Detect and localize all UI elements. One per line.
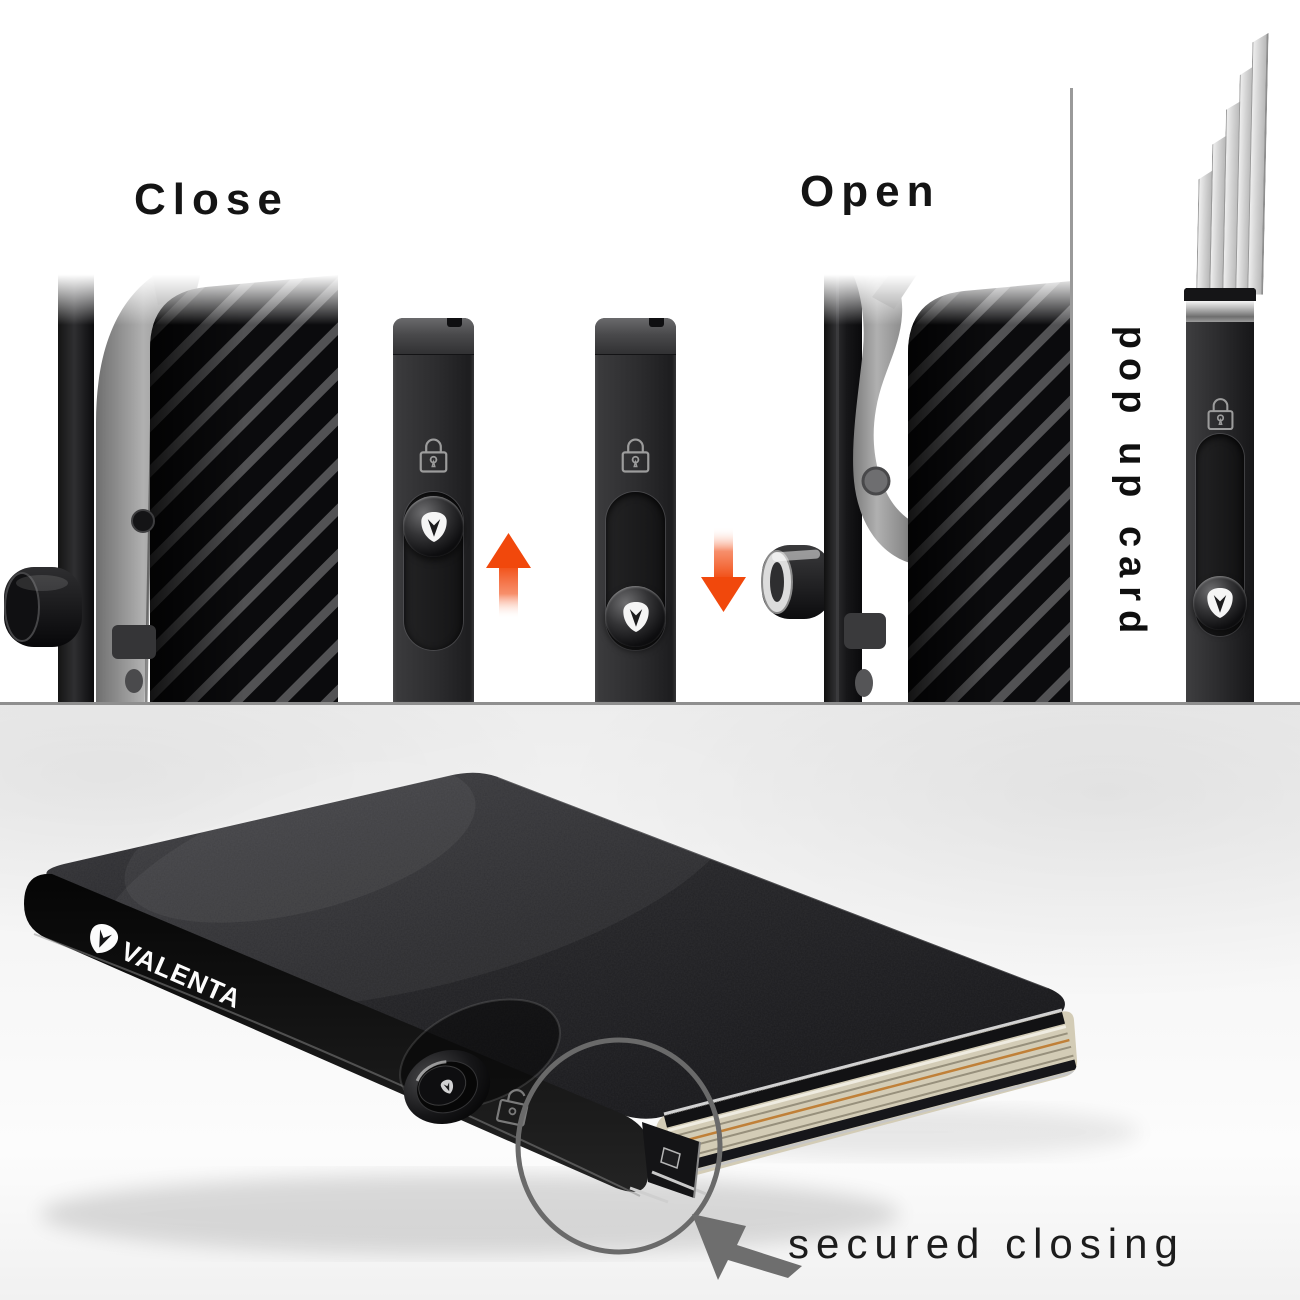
- case-front-edge: [24, 873, 648, 1192]
- case-shadow: [40, 1174, 900, 1254]
- slider-notch: [447, 318, 462, 327]
- open-label: Open: [800, 167, 941, 216]
- holder-metal-rim: [1186, 301, 1254, 322]
- shield-logo-icon: [420, 511, 447, 542]
- metal-rim-highlight: [663, 1008, 1063, 1116]
- arrow-down-icon: [701, 527, 746, 612]
- slider-notch: [649, 318, 664, 327]
- lock-slider-open: [595, 318, 676, 702]
- wallet-case-photo: VALENTA: [24, 734, 1140, 1280]
- secured-closing-label: secured closing: [788, 1220, 1185, 1267]
- pivot-stud: [131, 509, 155, 533]
- latch-arm: [96, 259, 214, 702]
- popped-cards: [1188, 7, 1272, 301]
- unlock-icon: [495, 1089, 529, 1127]
- shield-logo-icon: [622, 601, 649, 632]
- slider-button-down-position[interactable]: [605, 586, 666, 647]
- secured-corner-latch: [629, 1122, 707, 1204]
- card-holder-side-view: [1184, 288, 1256, 702]
- slider-button-up-position[interactable]: [403, 496, 464, 557]
- close-label: Close: [134, 175, 289, 224]
- lock-icon: [419, 438, 448, 473]
- pop-up-card-label: pop up card: [1111, 325, 1153, 643]
- annotation-arrow-icon: [692, 1214, 802, 1280]
- shield-logo-icon: [440, 1079, 454, 1094]
- pivot-stud: [861, 466, 891, 496]
- slider-knob[interactable]: [393, 1038, 500, 1136]
- shield-logo-icon: [1207, 588, 1233, 618]
- lock-icon: [621, 438, 650, 473]
- closed-latch-photo: [0, 253, 338, 702]
- slider-button[interactable]: [1193, 576, 1247, 630]
- annotation-circle: [515, 1037, 723, 1255]
- arrow-up-icon: [486, 533, 531, 619]
- section-separator-line: [0, 702, 1300, 705]
- lock-slider-closed: [393, 318, 474, 702]
- section-divider: [1070, 88, 1073, 702]
- side-knob: [4, 567, 82, 647]
- side-knob: [761, 545, 832, 619]
- lock-icon: [1207, 398, 1234, 431]
- holder-top-cap: [1184, 288, 1256, 301]
- open-latch-photo: [760, 253, 1072, 702]
- brand-shield-icon: [90, 924, 119, 954]
